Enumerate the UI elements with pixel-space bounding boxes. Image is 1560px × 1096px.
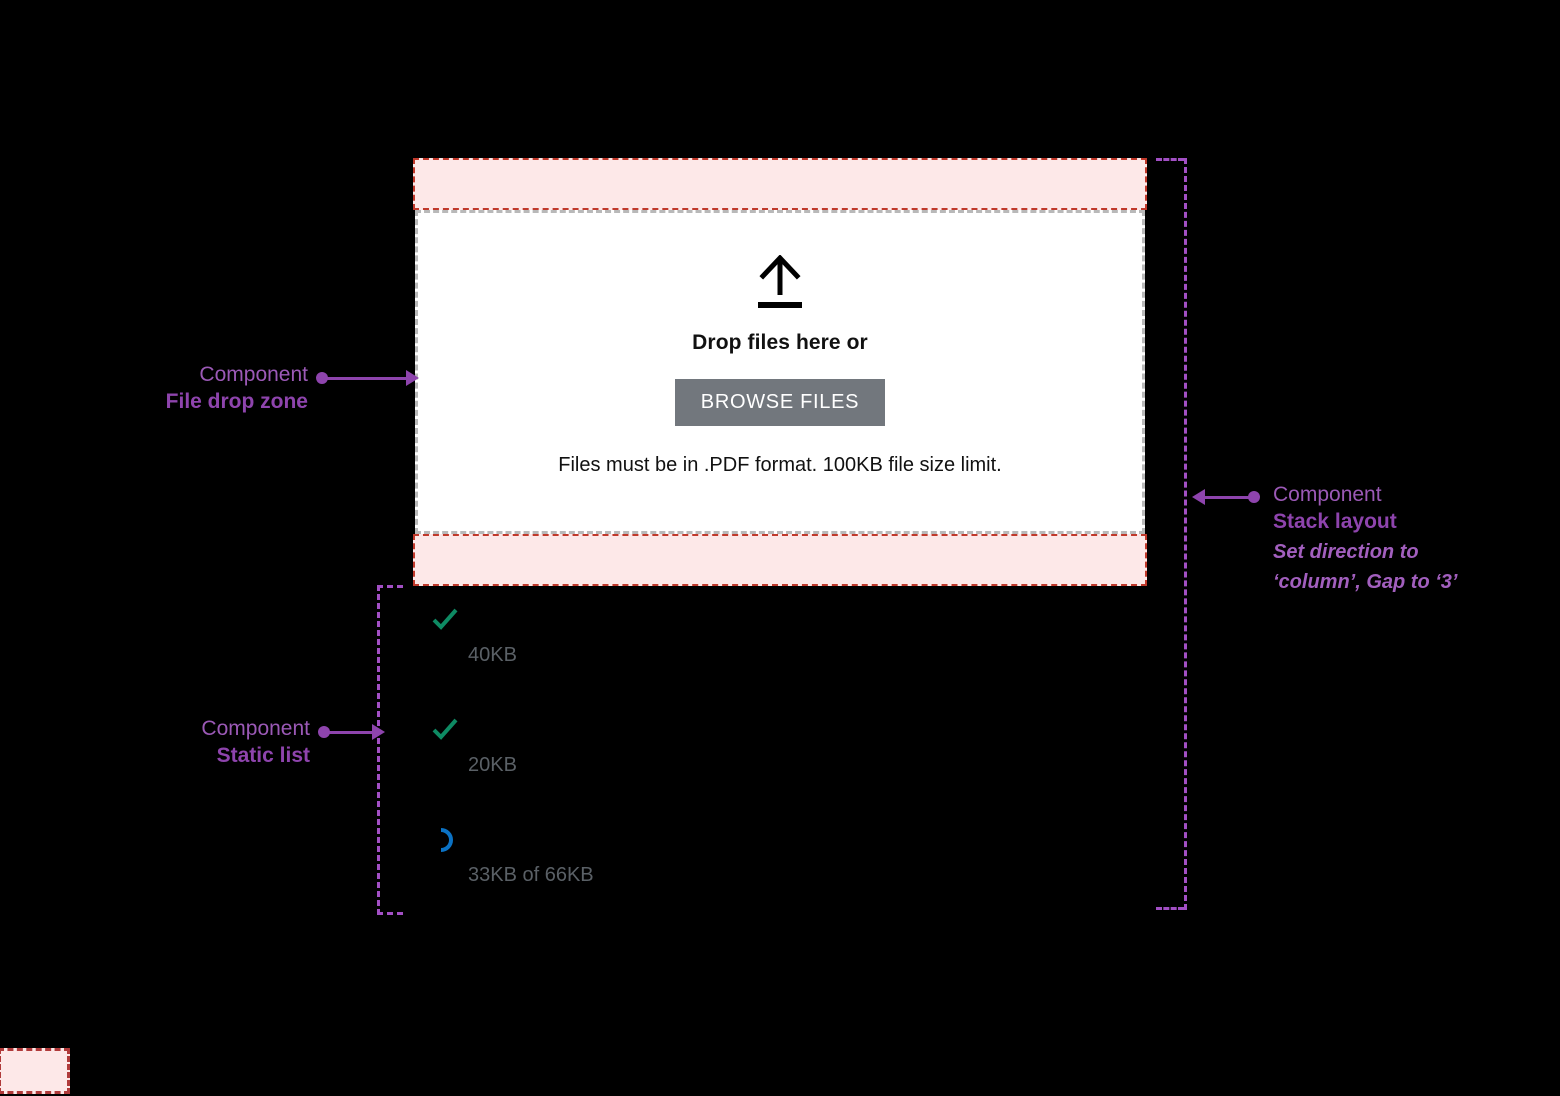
leader-arrowhead xyxy=(1192,489,1205,505)
check-icon xyxy=(432,718,458,740)
drop-zone-title: Drop files here or xyxy=(692,331,868,354)
static-list-bounds-guide xyxy=(371,585,403,915)
leader-line xyxy=(1204,496,1252,499)
guide-stub-top xyxy=(377,585,403,588)
leader-dot xyxy=(1248,491,1260,503)
list-item[interactable]: 40KB xyxy=(430,600,1130,710)
guide-stub-bottom xyxy=(377,912,403,915)
list-item[interactable]: 20KB xyxy=(430,710,1130,820)
spacing-indicator-top xyxy=(413,158,1147,210)
stack-layout-bounds-guide xyxy=(1156,158,1192,910)
annotation-note-line-1: Set direction to xyxy=(1273,540,1419,563)
upload-arrow-icon xyxy=(758,255,802,308)
annotation-stack-layout: Component Stack layout Set direction to … xyxy=(1273,482,1553,597)
stack-layout-container: Drop files here or BROWSE FILES Files mu… xyxy=(413,158,1147,586)
annotation-note-line-2: ‘column’, Gap to ‘3’ xyxy=(1273,570,1458,593)
spacing-indicator-bottom xyxy=(413,534,1147,586)
check-icon xyxy=(432,608,458,630)
file-size-label: 20KB xyxy=(468,754,517,776)
annotation-file-drop-zone: Component File drop zone xyxy=(40,362,308,417)
guide-stub-top xyxy=(1156,158,1184,161)
annotation-name: Stack layout xyxy=(1273,510,1397,534)
guide-stub-bottom xyxy=(1156,907,1184,910)
annotation-name: File drop zone xyxy=(165,390,308,414)
guide-vertical xyxy=(377,585,380,915)
annotation-kicker: Component xyxy=(1273,483,1382,506)
annotation-kicker: Component xyxy=(199,363,308,386)
leader-stack-layout xyxy=(1192,488,1264,505)
list-item[interactable]: 33KB of 66KB xyxy=(430,820,1130,930)
leader-line xyxy=(328,731,374,734)
leader-dot xyxy=(316,372,328,384)
file-size-label: 40KB xyxy=(468,644,517,666)
browse-files-button[interactable]: BROWSE FILES xyxy=(674,379,886,426)
drop-zone-hint: Files must be in .PDF format. 100KB file… xyxy=(558,454,1002,476)
leader-static-list xyxy=(318,723,385,740)
static-list: 40KB 20KB 33KB of 66KB xyxy=(430,600,1130,930)
annotation-name: Static list xyxy=(216,744,310,768)
file-size-label: 33KB of 66KB xyxy=(468,864,594,886)
spacing-legend-swatch xyxy=(0,1048,70,1094)
leader-file-drop-zone xyxy=(316,369,420,386)
file-drop-zone[interactable]: Drop files here or BROWSE FILES Files mu… xyxy=(415,210,1145,534)
guide-vertical xyxy=(1184,158,1187,910)
leader-arrowhead xyxy=(406,370,419,386)
leader-arrowhead xyxy=(372,724,385,740)
annotation-static-list: Component Static list xyxy=(40,716,310,771)
leader-line xyxy=(326,377,408,380)
annotation-kicker: Component xyxy=(201,717,310,740)
leader-dot xyxy=(318,726,330,738)
spinner-icon xyxy=(440,828,453,852)
